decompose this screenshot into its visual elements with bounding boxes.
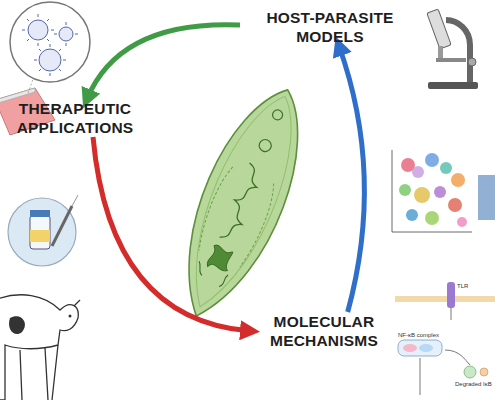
node-text: MOLECULAR MECHANISMS [250,312,398,350]
cow [0,295,80,400]
pathway-label: NF-κB complex [398,332,439,338]
illustration-part [30,210,50,217]
illustration-part [448,198,462,212]
illustration-part [427,9,451,49]
illustration-part [451,308,452,320]
illustration-part [399,184,411,196]
tsne-plot [392,150,495,232]
illustration-part [72,195,78,206]
signaling-pathway [395,282,495,395]
node-text: THERAPEUTIC APPLICATIONS [0,99,150,137]
cycle-arrow [87,25,240,99]
illustration-part [420,358,421,395]
illustration-part [193,261,229,288]
illustration-part [438,46,443,58]
illustration-part [20,345,58,400]
cycle-arrow [339,46,364,312]
illustration-part [419,344,433,352]
stage-label-node: MOLECULAR MECHANISMS [250,312,398,350]
illustration-part [22,14,78,76]
pathway-label: TLR [457,283,468,289]
illustration-part [9,316,25,334]
illustration-part [52,206,72,246]
illustration-part [206,244,235,274]
illustration-part [30,230,50,242]
illustration-part [412,166,424,178]
illustration-part [69,315,72,318]
illustration-part [0,295,78,400]
illustration-part [425,211,439,225]
illustration-part [425,153,439,167]
cycle-arrow [93,137,250,331]
illustration-part [392,232,472,233]
illustration-part [39,49,61,71]
illustration-part [28,20,48,40]
illustration-part [440,162,452,174]
illustration-part [34,44,66,76]
vaccine-vial [8,195,78,266]
pathway-label: Degraded IκB [455,381,492,387]
illustration-part [403,344,417,352]
illustration-part [159,75,324,331]
illustration-part [395,296,495,302]
virus-magnifier [10,2,90,82]
illustration-part [398,340,442,356]
illustration-part [59,27,73,41]
illustration-part [194,165,280,269]
illustration-part [434,186,446,198]
stage-label-node: THERAPEUTIC APPLICATIONS [0,99,150,137]
illustration-part [54,22,78,46]
illustration-part [30,215,50,249]
illustration-part [392,150,393,232]
illustration-part [478,175,495,220]
illustration-part [445,350,470,365]
illustration-part [464,366,476,378]
illustration-part [447,282,455,308]
microscope [427,9,478,89]
illustration-part [22,14,54,46]
illustration-part [10,2,90,82]
illustration-part [480,368,488,376]
illustration-part [468,58,476,66]
illustration-part [8,198,76,266]
illustration-part [414,187,430,203]
illustration-part [446,20,470,82]
illustration-part [257,138,273,154]
illustration-part [171,85,314,319]
node-text: HOST-PARASITE MODELS [240,8,420,46]
illustration-part [399,153,467,227]
illustration-part [271,108,284,121]
fluke [159,75,324,331]
stage-label-node: HOST-PARASITE MODELS [240,8,420,46]
illustration-part [436,58,466,62]
illustration-part [406,209,418,221]
illustration-part [457,217,467,227]
illustration-part [451,173,465,187]
illustration-part [428,82,478,89]
illustration-part [74,300,80,306]
